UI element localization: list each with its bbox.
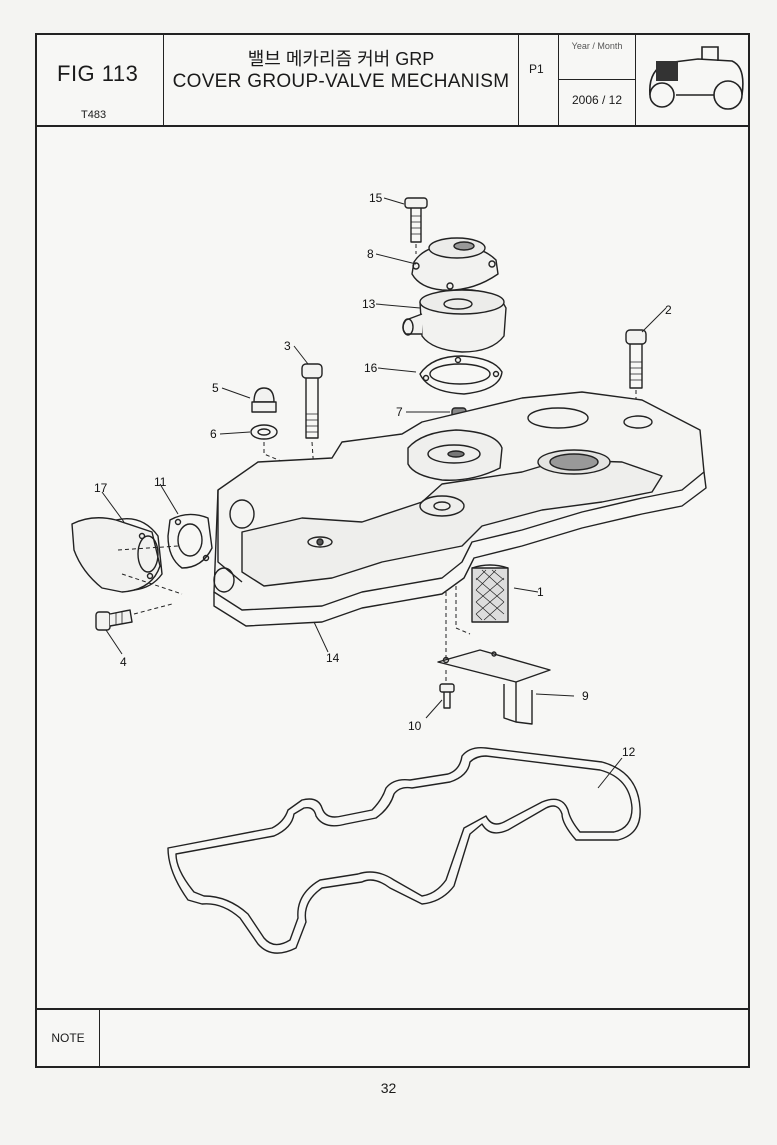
- title-korean: 밸브 메카리즘 커버 GRP: [247, 49, 435, 69]
- screw-10: [439, 670, 455, 709]
- leader-lines: [101, 197, 667, 789]
- callout-9: 9: [582, 689, 589, 703]
- bolt-2: [625, 329, 647, 406]
- breather-element-1: [445, 564, 509, 662]
- bolt-3: [301, 363, 323, 439]
- callout-7: 7: [396, 405, 403, 419]
- callout-11: 11: [154, 475, 167, 489]
- callout-labels: 15 8 13 16 7 3 5 6 2 17 11 1 14 4 10 9 1…: [94, 191, 672, 759]
- washer-6: [250, 424, 278, 440]
- gasket-11: [167, 513, 213, 569]
- icon-cell: [636, 35, 748, 125]
- date-divider: [559, 79, 635, 80]
- callout-5: 5: [212, 381, 219, 395]
- valve-cover-14: [213, 391, 707, 627]
- note-row: NOTE: [37, 1008, 748, 1066]
- title-english: COVER GROUP-VALVE MECHANISM: [172, 71, 510, 92]
- catalog-page: FIG 113 T483 밸브 메카리즘 커버 GRP COVER GROUP-…: [35, 33, 750, 1068]
- note-label: NOTE: [37, 1010, 100, 1066]
- tractor-icon: [649, 46, 744, 110]
- date-cell: Year / Month 2006 / 12: [559, 35, 636, 125]
- callout-17: 17: [94, 481, 108, 495]
- gasket-16: [419, 355, 503, 395]
- page-code-cell: P1: [519, 35, 559, 125]
- bolt-4: [95, 603, 173, 631]
- page-code: P1: [529, 62, 544, 76]
- callout-8: 8: [367, 247, 374, 261]
- callout-13: 13: [362, 297, 376, 311]
- callout-4: 4: [120, 655, 127, 669]
- year-month-label: Year / Month: [571, 41, 623, 51]
- title-cell: 밸브 메카리즘 커버 GRP COVER GROUP-VALVE MECHANI…: [164, 35, 519, 125]
- callout-15: 15: [369, 191, 383, 205]
- cap-8: [411, 237, 499, 291]
- housing-13: [402, 289, 507, 353]
- callout-16: 16: [364, 361, 378, 375]
- callout-14: 14: [326, 651, 340, 665]
- callout-3: 3: [284, 339, 291, 353]
- callout-10: 10: [408, 719, 422, 733]
- callout-12: 12: [622, 745, 636, 759]
- header: FIG 113 T483 밸브 메카리즘 커버 GRP COVER GROUP-…: [37, 35, 748, 127]
- cap-nut-5: [251, 387, 277, 413]
- fig-cell: FIG 113 T483: [37, 35, 164, 125]
- figure-number: FIG 113: [57, 61, 139, 86]
- bolt-15: [404, 197, 428, 243]
- callout-1: 1: [537, 585, 544, 599]
- page-number: 32: [380, 1080, 397, 1096]
- callout-2: 2: [665, 303, 672, 317]
- callout-6: 6: [210, 427, 217, 441]
- model-code: T483: [81, 109, 107, 121]
- gasket-12: [167, 746, 641, 954]
- baffle-plate-9: [437, 649, 551, 725]
- year-month-value: 2006 / 12: [571, 93, 623, 107]
- exploded-parts-diagram: 15 8 13 16 7 3 5 6 2 17 11 1 14 4 10 9 1…: [71, 191, 707, 954]
- elbow-hose-17: [71, 517, 183, 595]
